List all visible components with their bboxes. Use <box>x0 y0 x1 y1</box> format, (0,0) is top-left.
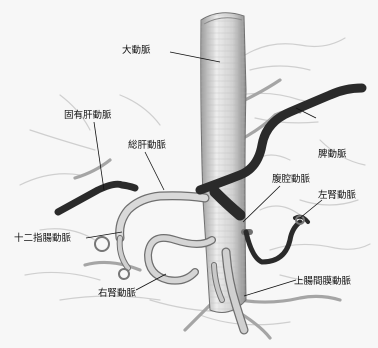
label-superior-mesenteric-artery: 上腸間膜動脈 <box>294 276 351 287</box>
label-left-renal-artery: 左腎動脈 <box>318 190 356 201</box>
label-common-hepatic-artery: 総肝動脈 <box>128 140 166 151</box>
label-aorta: 大動脈 <box>122 45 151 56</box>
label-duodenal-artery: 十二指腸動脈 <box>14 233 71 244</box>
label-proper-hepatic-artery: 固有肝動脈 <box>64 110 112 121</box>
label-splenic-artery: 脾動脈 <box>318 149 347 160</box>
label-right-renal-artery: 右腎動脈 <box>98 288 136 299</box>
label-celiac-artery: 腹腔動脈 <box>272 174 310 185</box>
